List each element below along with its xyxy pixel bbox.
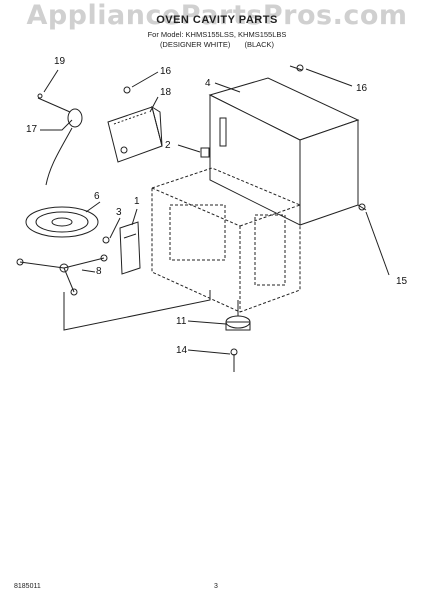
callout-19: 19 (54, 56, 66, 67)
screw-bracket (123, 86, 131, 94)
leader-lines (40, 68, 390, 355)
mounting-bracket (107, 105, 163, 163)
callout-4: 4 (205, 78, 211, 89)
oven-cavity (151, 167, 301, 313)
callout-18: 18 (160, 87, 172, 98)
screw-bottom (230, 348, 238, 372)
assembly-guide (63, 290, 211, 331)
waveguide-cover (119, 221, 141, 275)
callout-16-wrapper-screw: 16 (356, 83, 368, 94)
callout-17: 17 (26, 124, 38, 135)
callout-11: 11 (176, 316, 187, 327)
callout-1: 1 (134, 196, 140, 207)
finish-white: (DESIGNER WHITE) (159, 40, 231, 49)
screw-top (289, 64, 304, 72)
callout-15: 15 (396, 276, 408, 287)
wire-harness (45, 127, 73, 186)
finish-line: (DESIGNER WHITE) (BLACK) (0, 40, 434, 49)
page-number: 3 (214, 583, 218, 590)
callout-8: 8 (96, 266, 102, 277)
turntable-motor (37, 93, 83, 128)
callout-16-bracket-screw: 16 (160, 66, 172, 77)
document-code: 8185011 (14, 583, 41, 590)
callout-2: 2 (165, 140, 171, 151)
finish-black: (BLACK) (244, 40, 275, 49)
small-clip (200, 147, 210, 158)
model-line: For Model: KHMS155LSS, KHMS155LBS (147, 30, 287, 39)
screw-side (357, 203, 367, 211)
callout-6: 6 (94, 191, 100, 202)
cavity-motor (225, 300, 251, 331)
callout-14: 14 (176, 345, 188, 356)
diagram-title: OVEN CAVITY PARTS (156, 14, 278, 26)
outer-wrapper (208, 77, 360, 226)
callout-3: 3 (116, 207, 122, 218)
watermark: AppliancePartsPros.com (26, 0, 408, 31)
glass-tray (25, 206, 99, 238)
screw-cover (102, 236, 110, 244)
roller-support (16, 254, 108, 296)
